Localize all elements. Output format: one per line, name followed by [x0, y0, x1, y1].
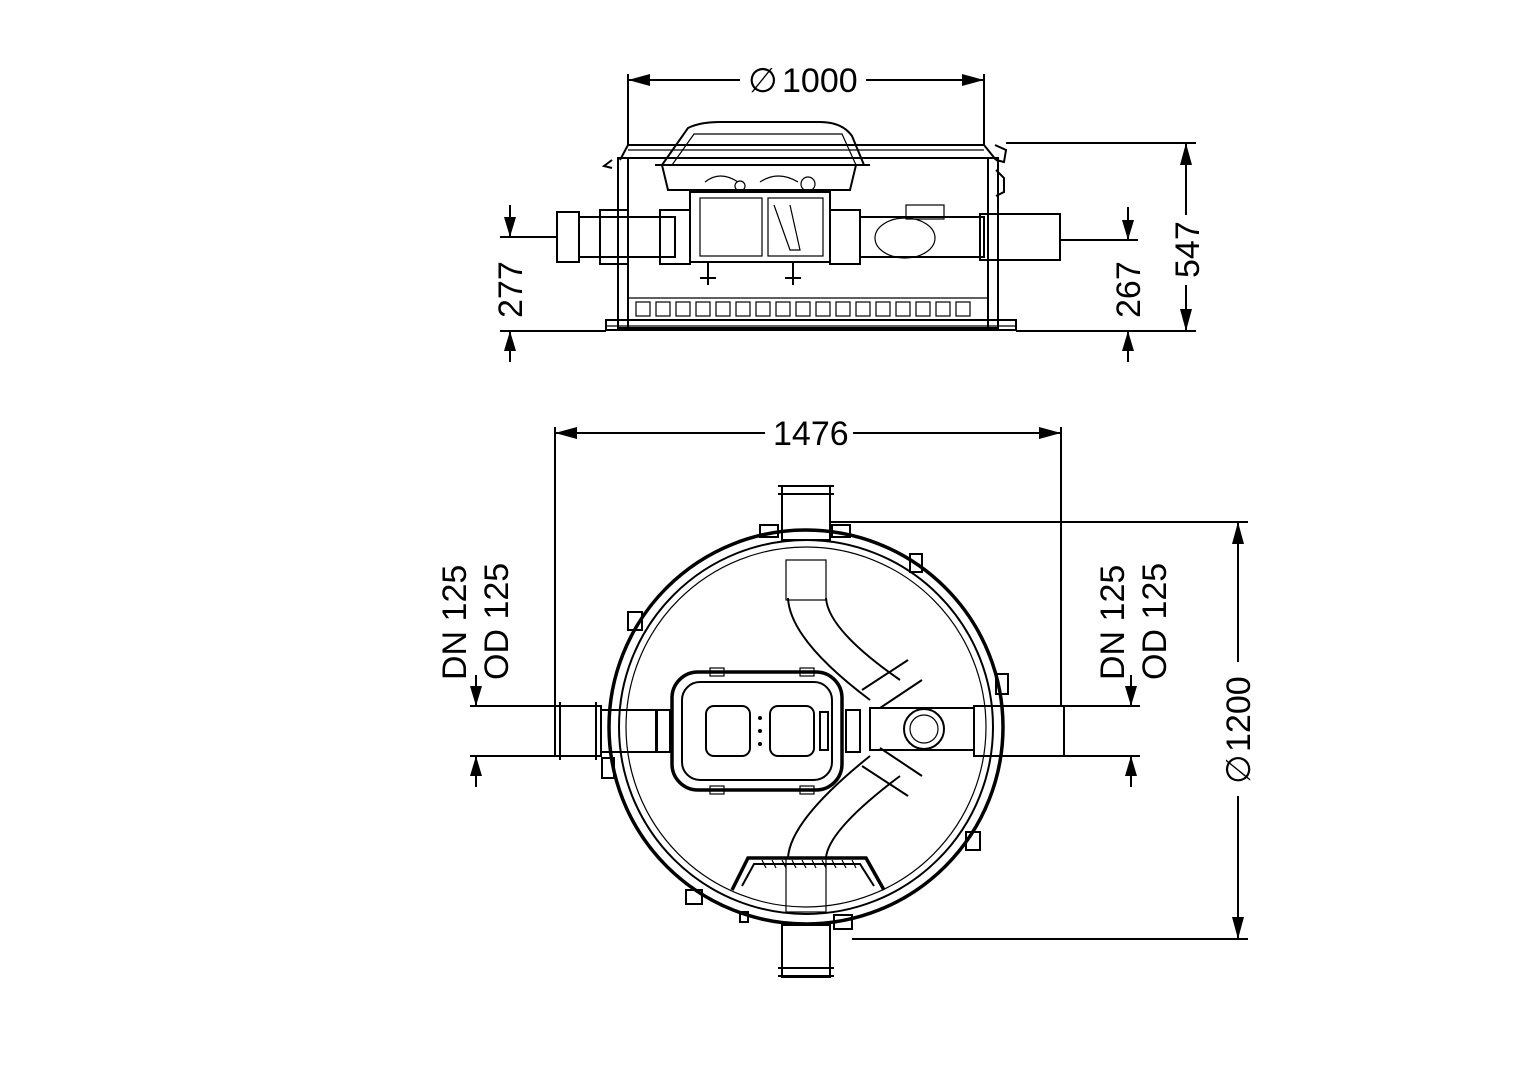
inlet-height-label: 277: [492, 261, 530, 318]
side-view: ∅ 1000: [492, 62, 1207, 362]
top-diameter-label: 1000: [782, 62, 858, 100]
diameter-symbol-body: ∅: [1220, 754, 1258, 784]
plan-view: 1476: [436, 415, 1258, 978]
body-diameter-label: 1200: [1220, 676, 1258, 752]
overall-height-label: 547: [1169, 221, 1207, 278]
inlet-od-label: OD 125: [478, 563, 516, 680]
inlet-dn-label: DN 125: [436, 565, 474, 680]
overall-width-label: 1476: [773, 415, 849, 453]
diameter-symbol-top: ∅: [748, 62, 778, 100]
outlet-od-label: OD 125: [1136, 563, 1174, 680]
outlet-dn-label: DN 125: [1094, 565, 1132, 680]
outlet-height-label: 267: [1110, 261, 1148, 318]
